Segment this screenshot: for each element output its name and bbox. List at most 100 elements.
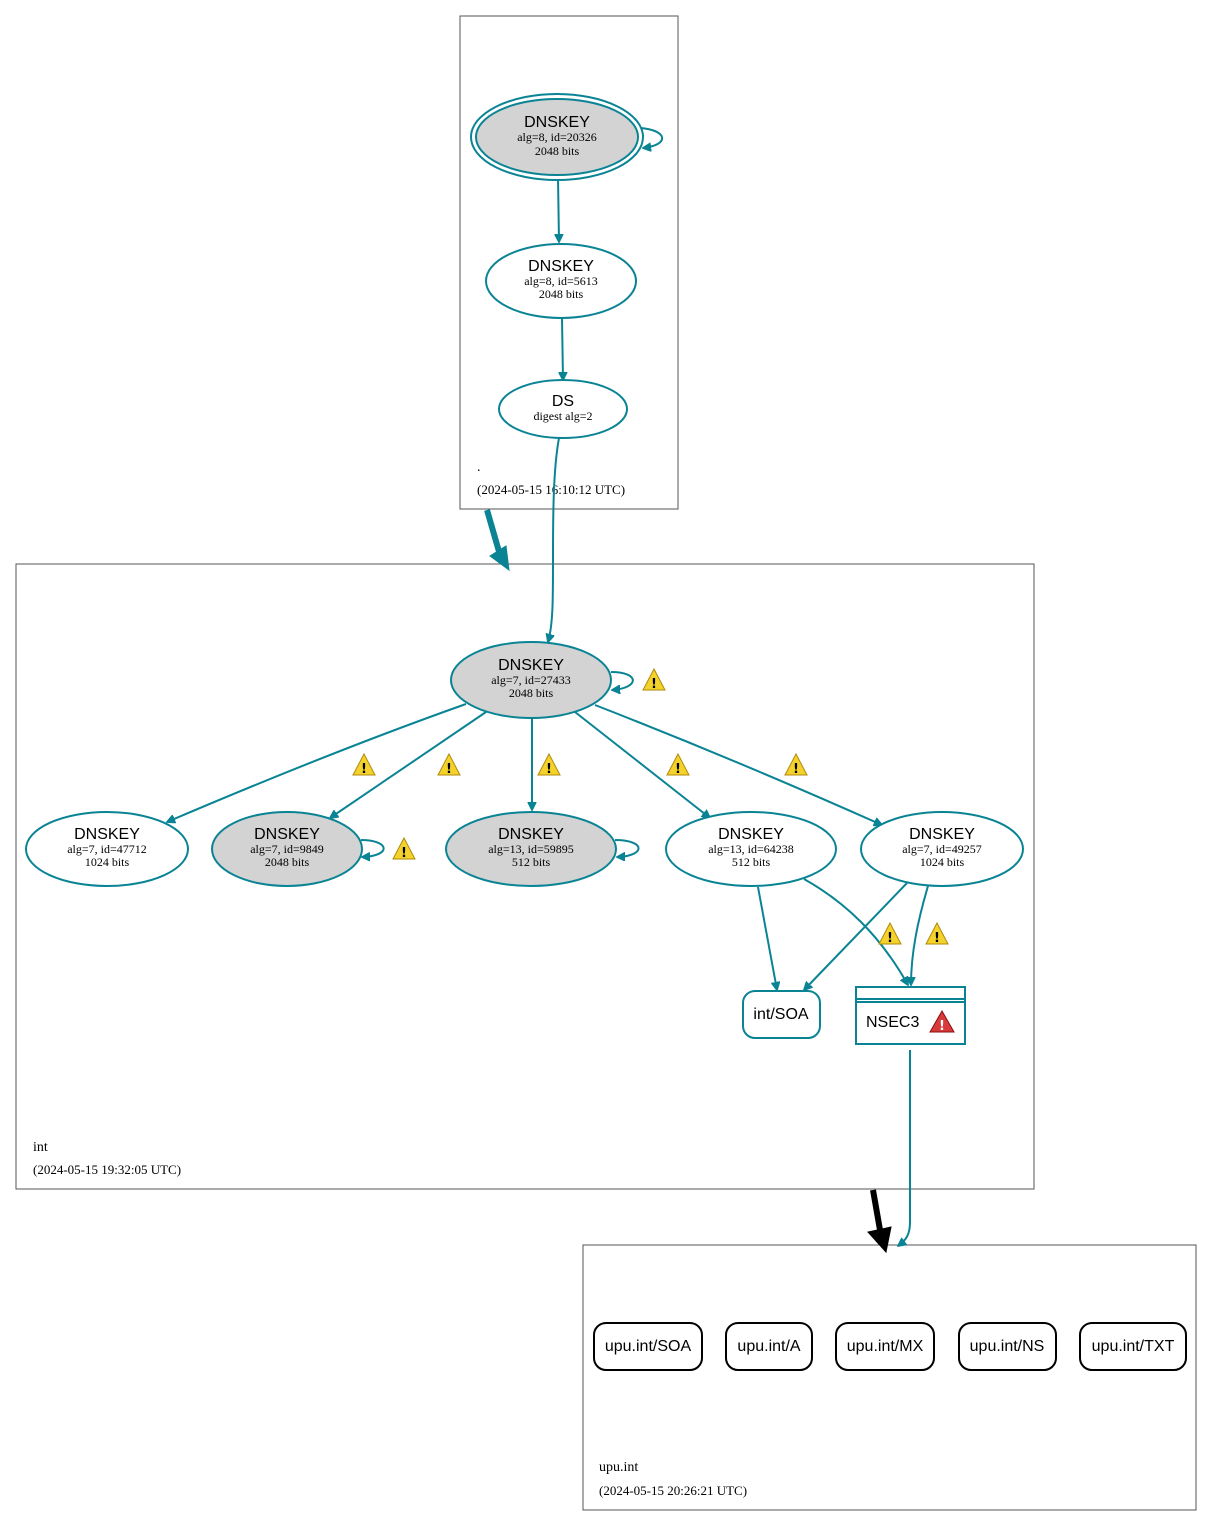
node-detail: 1024 bits — [920, 855, 965, 869]
edge-root-zsk-ds — [562, 317, 563, 380]
svg-text:!: ! — [361, 762, 367, 777]
edge-ksk-9849 — [330, 711, 487, 818]
node-key-9849-shape — [211, 811, 363, 887]
edge-ds-int-ksk — [548, 437, 560, 642]
edge-59895-self — [614, 839, 640, 857]
node-title: DNSKEY — [254, 826, 320, 843]
node-title: DNSKEY — [528, 258, 594, 275]
zone-root-label: . — [477, 460, 481, 475]
record-upu-ns[interactable]: upu.int/NS — [958, 1322, 1057, 1371]
node-title: DNSKEY — [524, 114, 590, 131]
edge-64238-nsec3 — [803, 878, 908, 985]
edge-49257-nsec3 — [911, 885, 929, 985]
warning-icon: ! — [352, 752, 376, 777]
record-upu-mx[interactable]: upu.int/MX — [835, 1322, 935, 1371]
node-int-soa[interactable]: int/SOA — [742, 990, 821, 1039]
node-detail: alg=7, id=47712 — [67, 842, 147, 856]
node-title: DNSKEY — [909, 826, 975, 843]
node-detail: alg=7, id=9849 — [250, 842, 324, 856]
node-root-ksk-shape — [475, 98, 639, 176]
node-int-ds[interactable]: DS digest alg=2 — [498, 379, 628, 439]
warning-icon: ! — [878, 921, 902, 946]
node-int-soa-shape — [742, 990, 821, 1039]
record-label: upu.int/MX — [847, 1338, 924, 1355]
node-detail: 2048 bits — [535, 144, 580, 158]
record-shape — [835, 1322, 935, 1371]
node-key-59895-shape — [445, 811, 617, 887]
node-detail: 2048 bits — [265, 855, 310, 869]
zone-upu-time: (2024-05-15 20:26:21 UTC) — [599, 1483, 747, 1498]
zone-upu-box — [582, 1244, 1197, 1511]
node-key-47712[interactable]: DNSKEY alg=7, id=47712 1024 bits — [25, 811, 189, 887]
node-key-49257[interactable]: DNSKEY alg=7, id=49257 1024 bits — [860, 811, 1024, 887]
node-title: int/SOA — [753, 1006, 808, 1023]
node-title: DS — [552, 393, 574, 410]
warning-icon: ! — [784, 752, 808, 777]
record-shape — [958, 1322, 1057, 1371]
node-title: DNSKEY — [718, 826, 784, 843]
warning-icon: ! — [925, 921, 949, 946]
edge-49257-soa — [804, 882, 908, 990]
node-root-ksk[interactable]: DNSKEY alg=8, id=20326 2048 bits — [470, 93, 644, 181]
node-key-47712-shape — [25, 811, 189, 887]
node-int-ds-shape — [498, 379, 628, 439]
record-upu-txt[interactable]: upu.int/TXT — [1079, 1322, 1187, 1371]
zone-int-time: (2024-05-15 19:32:05 UTC) — [33, 1162, 181, 1177]
node-key-64238-shape — [665, 811, 837, 887]
node-title: DNSKEY — [74, 826, 140, 843]
node-root-zsk-shape — [485, 243, 637, 319]
zone-root-time: (2024-05-15 16:10:12 UTC) — [477, 482, 625, 497]
node-key-64238[interactable]: DNSKEY alg=13, id=64238 512 bits — [665, 811, 837, 887]
node-nsec3-outer — [855, 986, 966, 1045]
edge-64238-soa — [757, 886, 777, 990]
svg-text:!: ! — [446, 762, 452, 777]
node-key-59895[interactable]: DNSKEY alg=13, id=59895 512 bits — [445, 811, 617, 887]
node-title: DNSKEY — [498, 657, 564, 674]
record-upu-soa[interactable]: upu.int/SOA — [593, 1322, 703, 1371]
upu-records: upu.int/SOA upu.int/A upu.int/MX upu.int… — [593, 1322, 1187, 1371]
node-detail: 2048 bits — [509, 686, 554, 700]
node-detail: 512 bits — [512, 855, 551, 869]
edge-int-ksk-self — [611, 671, 634, 690]
node-detail: alg=8, id=20326 — [517, 130, 597, 144]
edge-ksk-49257 — [594, 704, 882, 825]
node-title: DNSKEY — [498, 826, 564, 843]
node-detail: alg=13, id=64238 — [708, 842, 794, 856]
node-int-ksk-shape — [450, 641, 612, 719]
svg-text:!: ! — [401, 846, 407, 861]
record-label: upu.int/SOA — [605, 1338, 692, 1355]
warning-icon: ! — [437, 752, 461, 777]
svg-text:!: ! — [793, 762, 799, 777]
record-label: upu.int/TXT — [1092, 1338, 1175, 1355]
svg-text:!: ! — [651, 677, 657, 692]
svg-text:!: ! — [546, 762, 552, 777]
node-nsec3[interactable]: NSEC3 ! — [855, 986, 966, 1045]
delegation-int-upu — [870, 1189, 883, 1231]
svg-text:!: ! — [887, 931, 893, 946]
node-title: NSEC3 — [866, 1014, 919, 1031]
node-int-ksk[interactable]: DNSKEY alg=7, id=27433 2048 bits — [450, 641, 612, 719]
zone-upu: upu.int (2024-05-15 20:26:21 UTC) — [582, 1244, 1197, 1511]
svg-text:!: ! — [934, 931, 940, 946]
edge-9849-self — [361, 839, 385, 857]
node-root-zsk[interactable]: DNSKEY alg=8, id=5613 2048 bits — [485, 243, 637, 319]
record-shape — [1079, 1322, 1187, 1371]
record-shape — [593, 1322, 703, 1371]
svg-text:!: ! — [939, 1019, 945, 1034]
node-detail: alg=13, id=59895 — [488, 842, 574, 856]
edge-ksk-47712 — [167, 703, 467, 822]
record-label: upu.int/A — [737, 1338, 800, 1355]
warning-icon: ! — [392, 836, 416, 861]
edges — [167, 127, 929, 1254]
warning-icon: ! — [642, 667, 666, 692]
error-icon: ! — [929, 1009, 955, 1034]
node-detail: 512 bits — [732, 855, 771, 869]
node-key-9849[interactable]: DNSKEY alg=7, id=9849 2048 bits — [211, 811, 363, 887]
edge-root-ksk-self — [639, 127, 664, 148]
record-upu-a[interactable]: upu.int/A — [725, 1322, 813, 1371]
delegation-int-upu-arrow — [867, 1226, 892, 1254]
node-detail: alg=8, id=5613 — [524, 274, 598, 288]
node-detail: digest alg=2 — [533, 409, 592, 423]
zone-upu-label: upu.int — [599, 1460, 638, 1475]
